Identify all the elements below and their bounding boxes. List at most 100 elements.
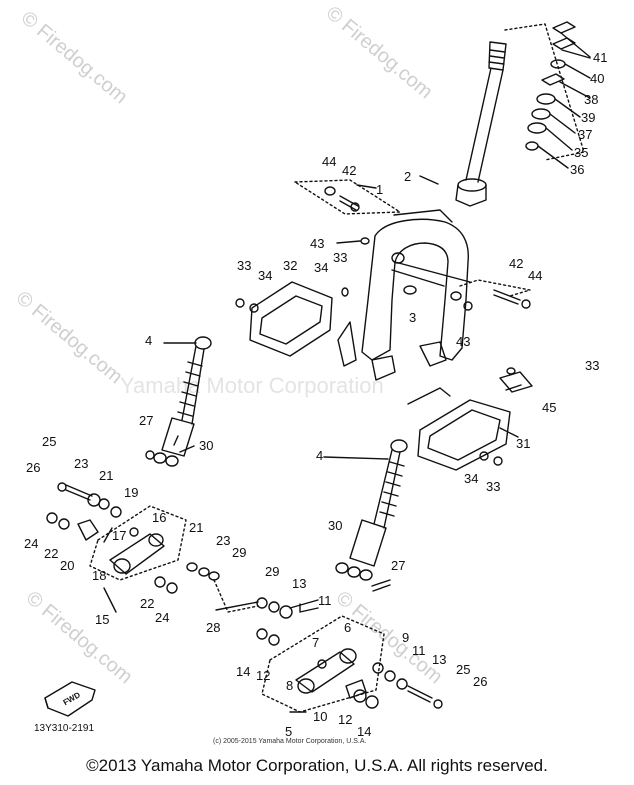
part-callouts: 41 40 38 39 37 35 36 44 42 1 2 43 33 34 … — [24, 50, 607, 739]
bolt-set-upper — [324, 186, 370, 245]
fastener-stack — [525, 21, 591, 169]
callout-16: 16 — [152, 510, 166, 525]
callout-27a: 27 — [139, 413, 153, 428]
callout-28: 28 — [206, 620, 220, 635]
callout-31: 31 — [516, 436, 530, 451]
callout-38: 38 — [584, 92, 598, 107]
linkage-hardware-lower-right — [372, 662, 443, 709]
callout-26b: 26 — [473, 674, 487, 689]
bolt-set-right — [450, 289, 531, 311]
callout-19: 19 — [124, 485, 138, 500]
linkage-hardware-upper-left — [46, 482, 122, 541]
callout-45: 45 — [542, 400, 556, 415]
fwd-label: FWD — [62, 690, 82, 707]
rubber-mount-31 — [407, 367, 533, 471]
callout-22a: 22 — [44, 546, 58, 561]
watermark-bottom-right: © Firedog.com — [332, 587, 447, 688]
footer-copyright: ©2013 Yamaha Motor Corporation, U.S.A. A… — [86, 756, 548, 775]
callout-23a: 23 — [74, 456, 88, 471]
callout-29a: 29 — [232, 545, 246, 560]
part-code: 13Y310-2191 — [34, 723, 94, 734]
watermark-mid-left: © Firedog.com — [12, 287, 127, 388]
fwd-arrow-icon — [44, 681, 96, 717]
callout-5: 5 — [285, 724, 292, 739]
watermark-top-right: © Firedog.com — [322, 2, 437, 103]
callout-8: 8 — [286, 678, 293, 693]
callout-33c: 33 — [585, 358, 599, 373]
callout-24b: 24 — [155, 610, 169, 625]
callout-14b: 14 — [357, 724, 371, 739]
callout-12a: 12 — [256, 668, 270, 683]
guide-dash-right — [459, 279, 531, 297]
callout-34c: 34 — [464, 471, 478, 486]
callout-36: 36 — [570, 162, 584, 177]
callout-33a: 33 — [237, 258, 251, 273]
callout-20: 20 — [60, 558, 74, 573]
inner-copyright: (c) 2005-2015 Yamaha Motor Corporation, … — [213, 738, 366, 745]
callout-9: 9 — [402, 630, 409, 645]
callout-39: 39 — [581, 110, 595, 125]
callout-40: 40 — [590, 71, 604, 86]
callout-17: 17 — [112, 528, 126, 543]
callout-25b: 25 — [456, 662, 470, 677]
callout-37: 37 — [578, 127, 592, 142]
rubber-mount-32 — [235, 281, 357, 367]
callout-2: 2 — [404, 169, 411, 184]
callout-7: 7 — [312, 635, 319, 650]
callout-6: 6 — [344, 620, 351, 635]
callout-33b: 33 — [333, 250, 347, 265]
callout-1: 1 — [376, 182, 383, 197]
callout-24a: 24 — [24, 536, 38, 551]
callout-33d: 33 — [486, 479, 500, 494]
callout-13b: 13 — [432, 652, 446, 667]
shock-absorber-left — [145, 336, 212, 467]
steering-bracket — [361, 209, 471, 381]
callout-11a: 11 — [318, 593, 332, 608]
steering-shaft — [455, 41, 507, 207]
callout-15: 15 — [95, 612, 109, 627]
callout-43b: 43 — [456, 334, 470, 349]
callout-13a: 13 — [292, 576, 306, 591]
callout-22b: 22 — [140, 596, 154, 611]
callout-11b: 11 — [412, 643, 426, 658]
callout-43a: 43 — [310, 236, 324, 251]
callout-25a: 25 — [42, 434, 56, 449]
callout-12b: 12 — [338, 712, 352, 727]
washers-lower — [256, 597, 293, 619]
callout-42a: 42 — [342, 163, 356, 178]
callout-35: 35 — [574, 145, 588, 160]
callout-14a: 14 — [236, 664, 250, 679]
leader-lines — [103, 175, 522, 713]
shock-absorber-right — [335, 439, 408, 592]
arm-assembly-5 — [256, 615, 385, 713]
callout-21a: 21 — [99, 468, 113, 483]
callout-44a: 44 — [322, 154, 336, 169]
callout-4a: 4 — [145, 333, 152, 348]
callout-3: 3 — [409, 310, 416, 325]
callout-21b: 21 — [189, 520, 203, 535]
callout-26a: 26 — [26, 460, 40, 475]
arm-assembly-15 — [89, 505, 187, 581]
callout-34a: 34 — [258, 268, 272, 283]
watermark-bottom-left: © Firedog.com — [22, 587, 137, 688]
callout-18: 18 — [92, 568, 106, 583]
callout-29b: 29 — [265, 564, 279, 579]
callout-10: 10 — [313, 709, 327, 724]
callout-4b: 4 — [316, 448, 323, 463]
callout-23b: 23 — [216, 533, 230, 548]
watermark-center: Yamaha Motor Corporation — [120, 373, 384, 398]
callout-41: 41 — [593, 50, 607, 65]
callout-34b: 34 — [314, 260, 328, 275]
callout-32: 32 — [283, 258, 297, 273]
callout-42b: 42 — [509, 256, 523, 271]
guide-dash-top — [504, 23, 585, 161]
callout-30b: 30 — [328, 518, 342, 533]
washers-middle — [154, 562, 259, 613]
guide-dash-bracket — [294, 179, 401, 215]
callout-30a: 30 — [199, 438, 213, 453]
callout-27b: 27 — [391, 558, 405, 573]
watermark-top-left: © Firedog.com — [17, 7, 132, 108]
callout-44b: 44 — [528, 268, 542, 283]
